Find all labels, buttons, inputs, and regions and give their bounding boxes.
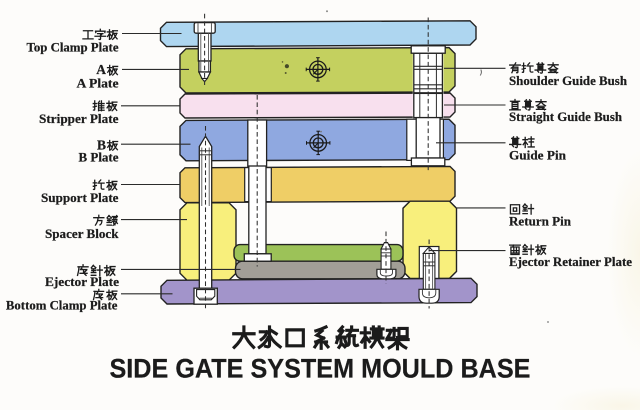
svg-text:Ejector Plate: Ejector Plate bbox=[45, 274, 119, 289]
svg-text:A: A bbox=[96, 62, 106, 77]
svg-text:Top Clamp Plate: Top Clamp Plate bbox=[27, 40, 119, 55]
svg-text:Guide Pin: Guide Pin bbox=[509, 147, 567, 162]
svg-text:Shoulder Guide Bush: Shoulder Guide Bush bbox=[509, 73, 628, 88]
svg-text:Stripper Plate: Stripper Plate bbox=[39, 111, 119, 126]
svg-text:B Plate: B Plate bbox=[79, 150, 119, 165]
svg-text:Ejector Retainer Plate: Ejector Retainer Plate bbox=[509, 254, 632, 269]
svg-text:Spacer Block: Spacer Block bbox=[45, 226, 119, 241]
svg-text:Straight Guide Bush: Straight Guide Bush bbox=[509, 109, 623, 124]
svg-text:SIDE GATE SYSTEM MOULD BASE: SIDE GATE SYSTEM MOULD BASE bbox=[110, 354, 531, 384]
svg-text:B: B bbox=[97, 138, 106, 153]
svg-text:Bottom Clamp Plate: Bottom Clamp Plate bbox=[6, 297, 118, 312]
svg-text:A Plate: A Plate bbox=[77, 75, 119, 90]
svg-text:Return Pin: Return Pin bbox=[509, 213, 572, 228]
svg-text:Support Plate: Support Plate bbox=[41, 190, 119, 205]
